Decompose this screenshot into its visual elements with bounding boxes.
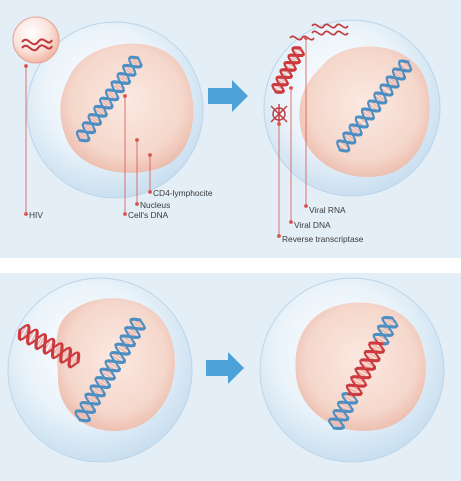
helix-rung (100, 370, 114, 380)
leader-lines-right (277, 36, 308, 238)
nucleus-bottom-right (295, 302, 426, 431)
helix-rung (115, 345, 129, 355)
cell-dna-helix (75, 55, 143, 143)
arrow-right-icon (208, 80, 248, 112)
helix-rung (342, 394, 357, 404)
reverse-transcriptase-icon (270, 104, 288, 124)
viral-rna-strands (289, 23, 349, 41)
helix-rung (91, 385, 105, 395)
leader-lines-left (24, 64, 152, 216)
label-reverse-transcriptase: Reverse transcriptase (282, 234, 364, 244)
label-viral-rna: Viral RNA (309, 205, 346, 215)
helix-rung (121, 335, 135, 345)
label-viral-dna: Viral DNA (294, 220, 331, 230)
viral-dna-helix (271, 46, 305, 94)
helix-strand-segment (391, 317, 396, 323)
helix-strand-segment (134, 317, 142, 322)
helix-rung (130, 320, 144, 330)
cd4-cell-right (263, 19, 441, 197)
helix-strand-segment (75, 361, 79, 365)
nucleus-left (60, 43, 194, 173)
cd4-cell-left (26, 21, 204, 199)
helix-rung (369, 342, 384, 352)
viral-dna-helix-bottom-left (17, 323, 81, 369)
integrated-dna-helix (328, 316, 399, 430)
label-cd4-lymphocite: CD4-lymphocite (153, 188, 213, 198)
helix-strand-segment (133, 55, 140, 60)
arrow-right-icon-bottom (206, 352, 244, 384)
helix-rung (85, 395, 99, 405)
helix-rung (106, 360, 120, 370)
helix-strand-segment (407, 61, 411, 66)
cell-dna-helix-right (336, 59, 413, 153)
hiv-virus (12, 16, 60, 64)
cd4-cell-bottom-right (259, 277, 445, 463)
label-hiv: HIV (29, 210, 43, 220)
cell-dna-helix-bottom-left (74, 317, 147, 423)
helix-rung (76, 410, 90, 420)
label-nucleus: Nucleus (140, 200, 170, 210)
label-cells-dna: Cell's DNA (128, 210, 169, 220)
